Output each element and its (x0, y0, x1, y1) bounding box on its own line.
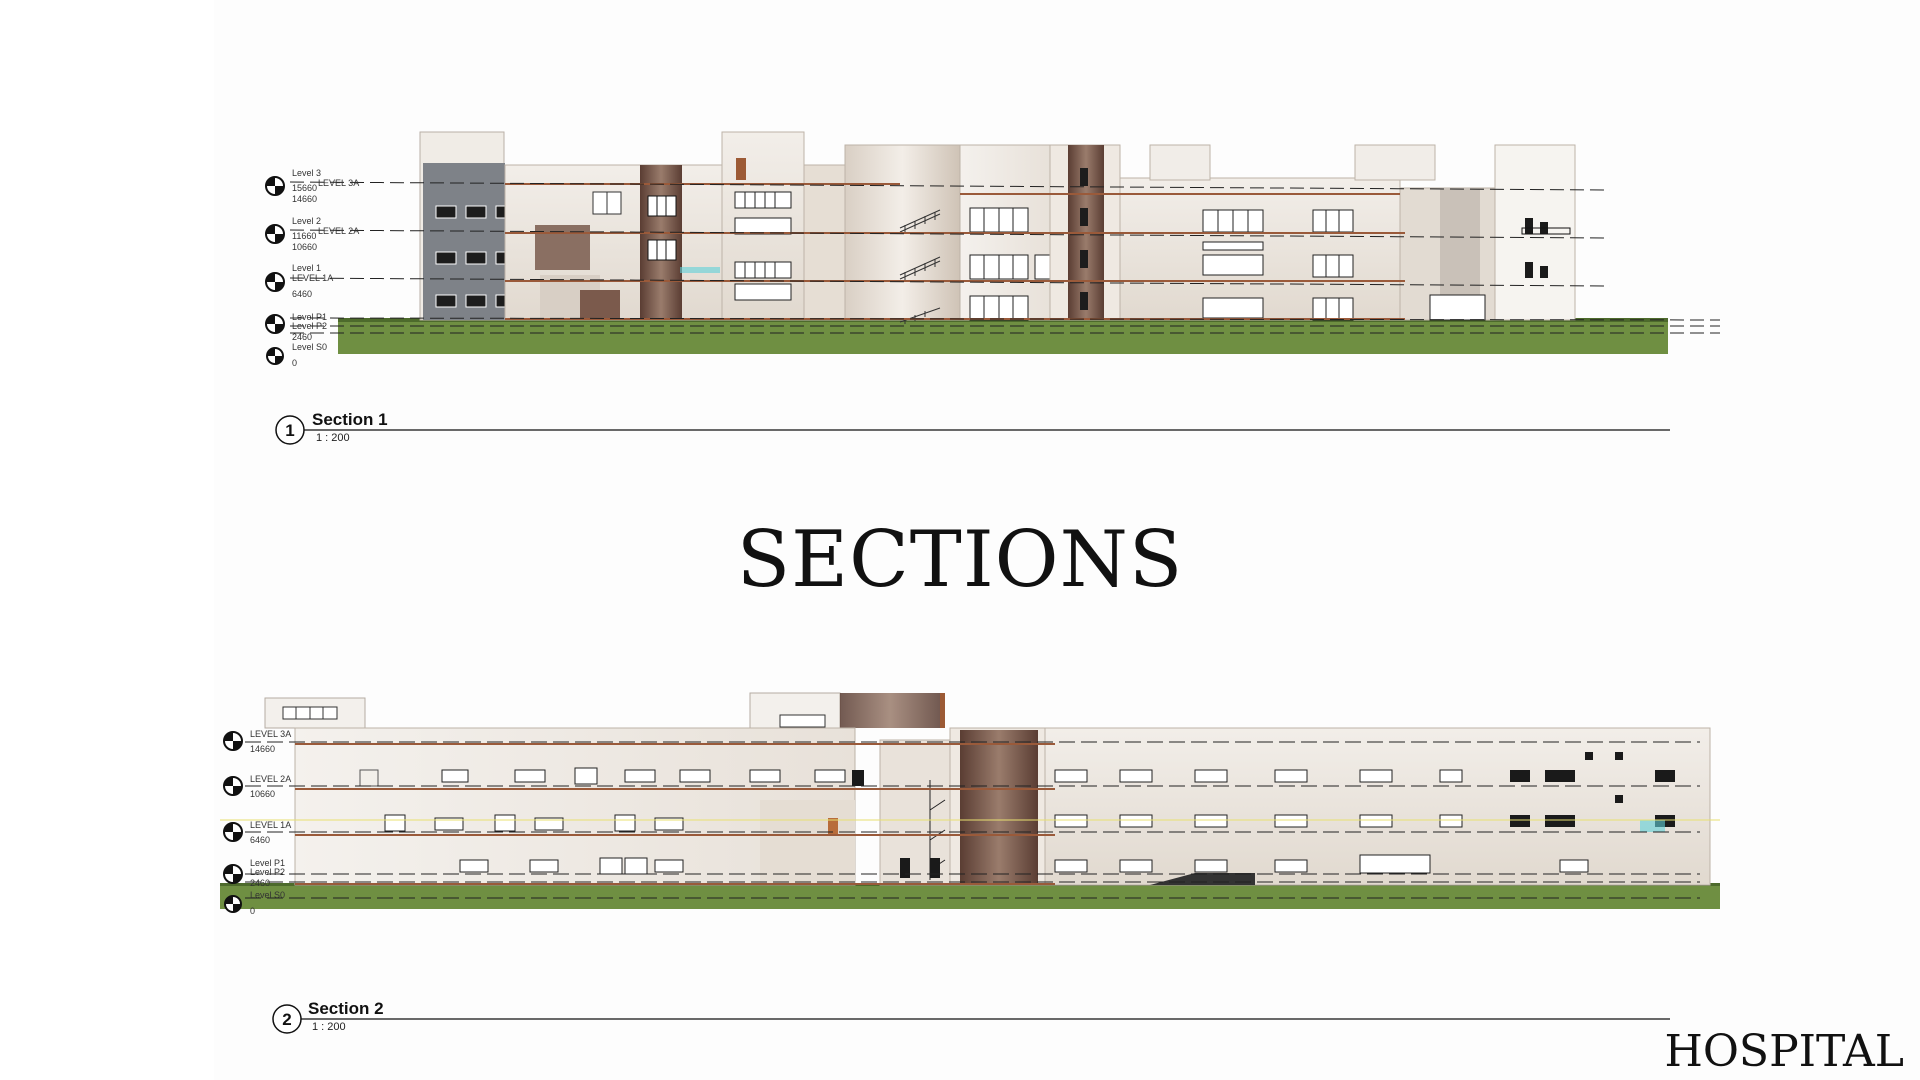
section-2-level-lines (245, 741, 1700, 899)
level-name-alt: LEVEL 3A (318, 178, 359, 188)
level-name: Level P2 (292, 321, 327, 331)
level-elevation: 6460 (292, 289, 312, 299)
level-name: Level 2 (292, 216, 321, 226)
section-1-grey-tower (423, 163, 505, 320)
level-name-alt: LEVEL 2A (318, 226, 359, 236)
section-1-elevation: Level 3 LEVEL 3A 15660 14660 Level 2 LEV… (265, 131, 1721, 445)
section-1-level-labels: Level 3 LEVEL 3A 15660 14660 Level 2 LEV… (292, 168, 359, 368)
level-elevation: 2460 (250, 878, 270, 888)
level-name: LEVEL 3A (250, 729, 291, 739)
section-2-ground (220, 885, 1720, 909)
section-2-elevation: LEVEL 3A 14660 LEVEL 2A 10660 LEVEL 1A 6… (220, 692, 1720, 1034)
section-1-ground (338, 320, 1668, 354)
project-name: HOSPITAL (1664, 1026, 1904, 1077)
level-elevation: 0 (250, 906, 255, 916)
section-2-tag: 2 Section 2 1 : 200 (272, 999, 1670, 1034)
section-1-tag: 1 Section 1 1 : 200 (275, 410, 1670, 445)
section-2-level-labels: LEVEL 3A 14660 LEVEL 2A 10660 LEVEL 1A 6… (250, 729, 291, 916)
section-scale: 1 : 200 (316, 432, 350, 444)
page-title: SECTIONS (736, 515, 1184, 605)
section-title: Section 2 (308, 999, 384, 1018)
section-1-level-markers (265, 176, 285, 365)
level-elevation: 6460 (250, 835, 270, 845)
level-name: LEVEL 2A (250, 774, 291, 784)
level-elevation: 11660 (292, 231, 316, 241)
section-2-windows (384, 767, 846, 875)
section-number: 2 (282, 1010, 291, 1029)
level-name: Level 1 (292, 263, 321, 273)
section-2-brown-tower (960, 730, 1038, 885)
level-name-alt: Level P1 (292, 312, 327, 322)
level-name: Level 3 (292, 168, 321, 178)
section-title: Section 1 (312, 410, 388, 429)
level-elevation: 14660 (292, 194, 317, 204)
level-name-alt: LEVEL 1A (292, 273, 333, 283)
section-2-level-markers (223, 731, 243, 913)
level-name: Level P2 (250, 867, 285, 877)
section-2-slab-lines (295, 743, 1055, 885)
level-name: LEVEL 1A (250, 820, 291, 830)
section-number: 1 (285, 421, 294, 440)
level-name-alt: Level P1 (250, 858, 285, 868)
section-scale: 1 : 200 (312, 1021, 346, 1033)
level-elevation: 14660 (250, 744, 275, 754)
level-name: Level S0 (292, 342, 327, 352)
level-elevation: 0 (292, 358, 297, 368)
level-elevation: 2460 (292, 332, 312, 342)
level-elevation: 15660 (292, 183, 317, 193)
level-elevation: 10660 (292, 242, 317, 252)
section-1-level-lines (289, 181, 1721, 334)
level-name: Level S0 (250, 890, 285, 900)
level-elevation: 10660 (250, 789, 275, 799)
